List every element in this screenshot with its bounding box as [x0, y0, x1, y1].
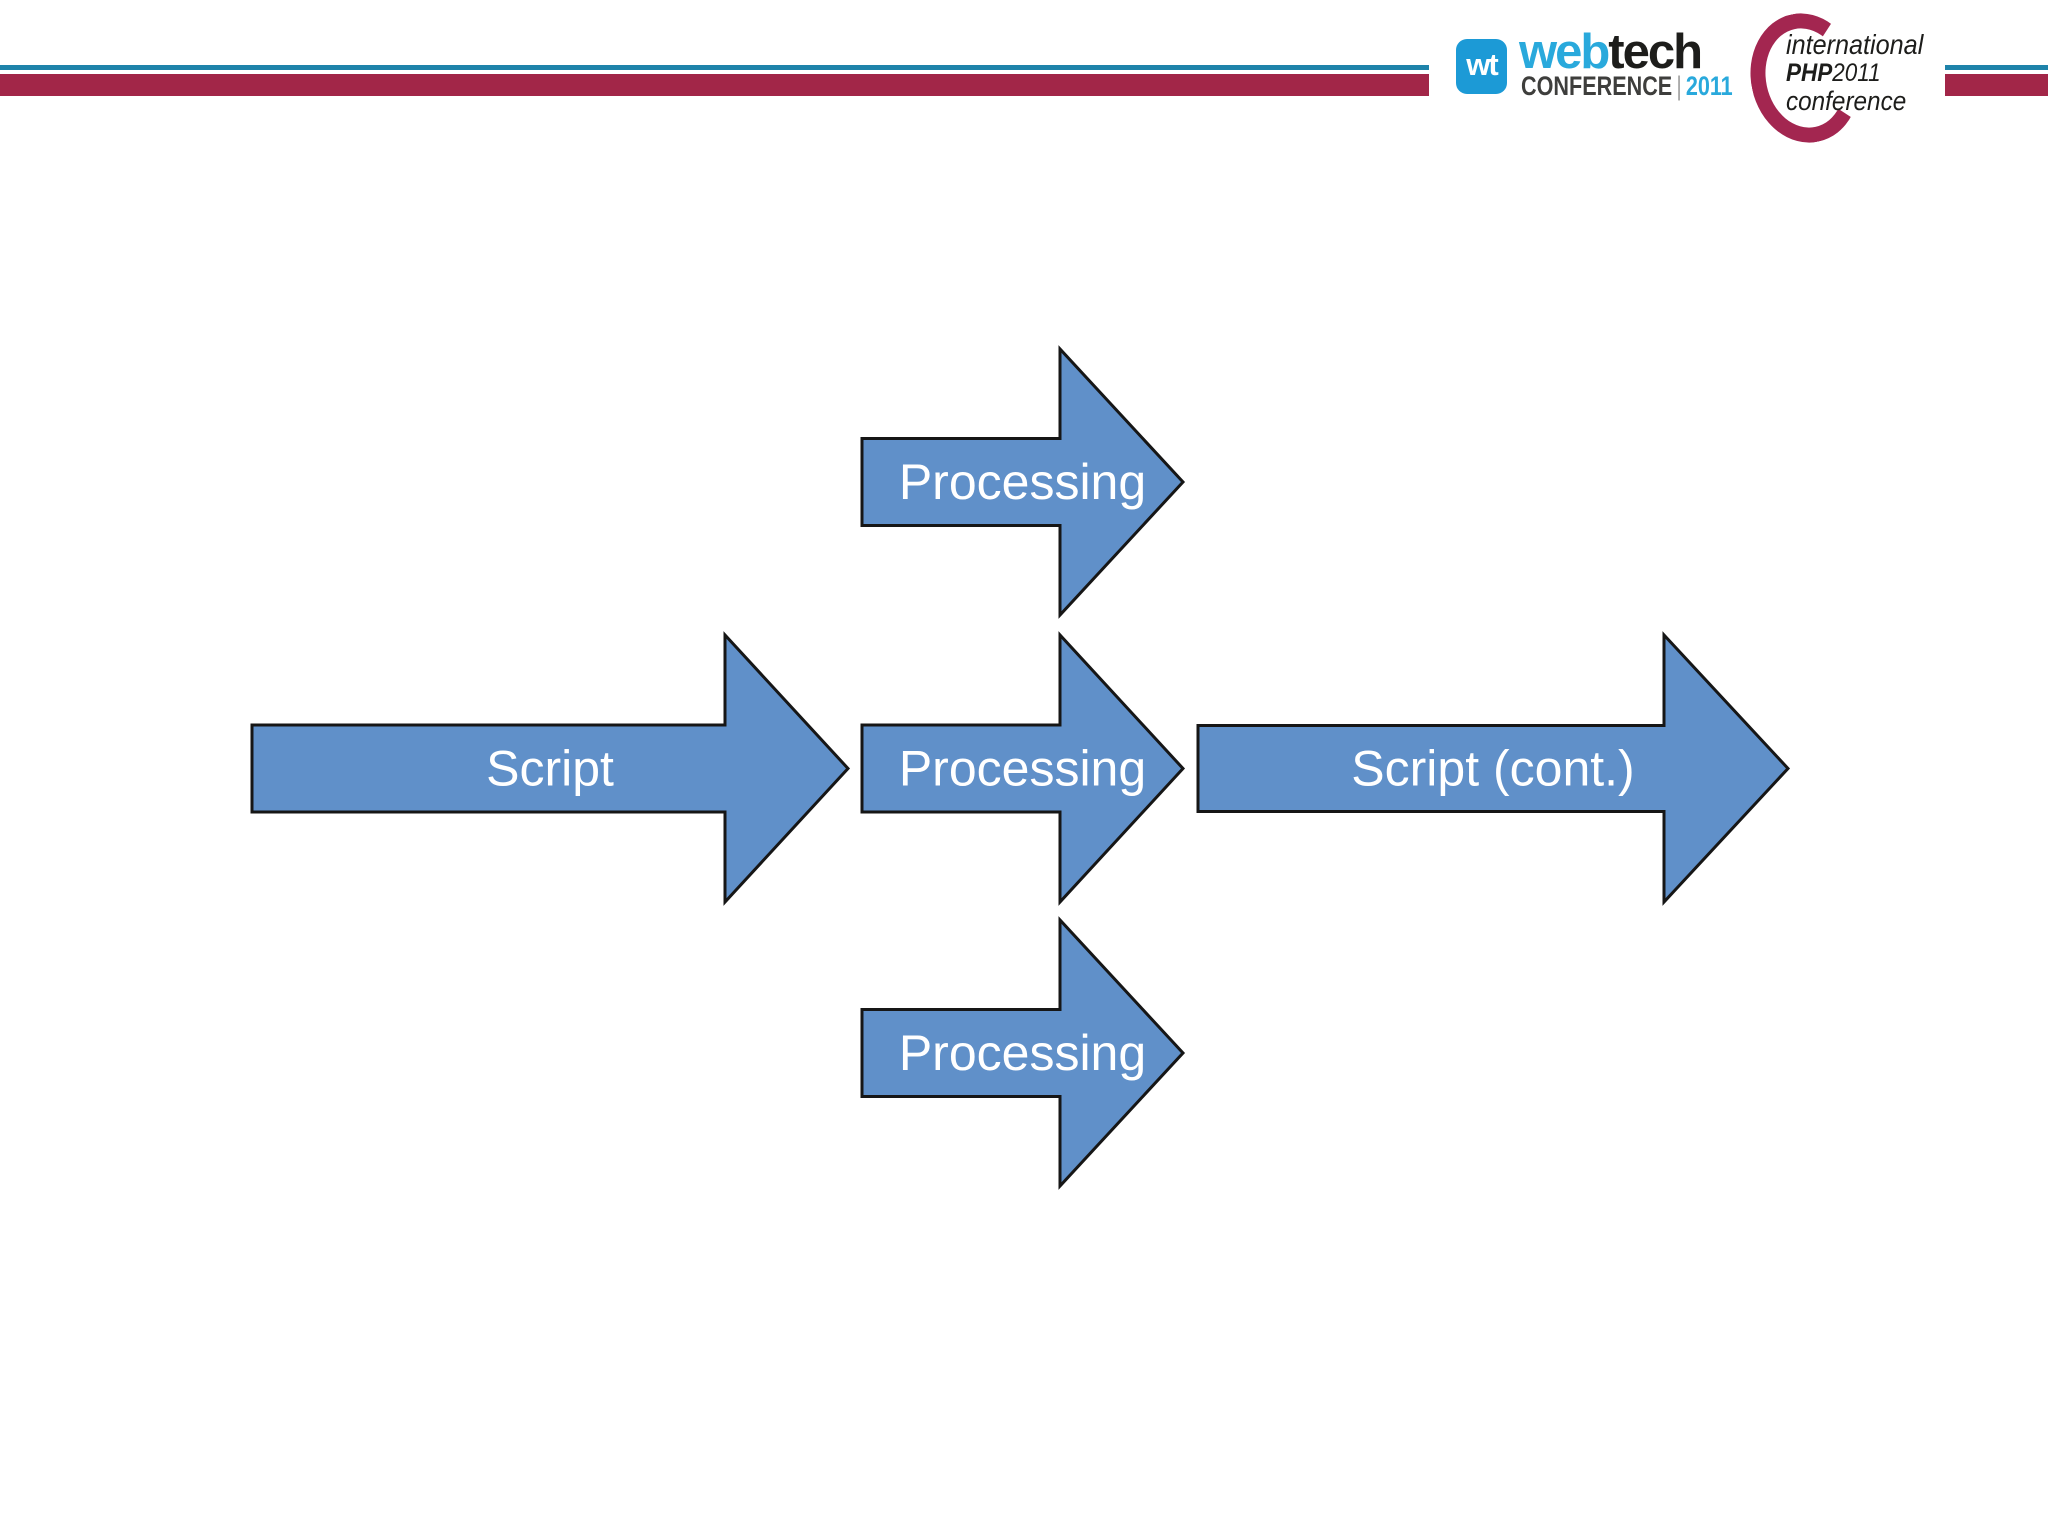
php-logo-php: PHP — [1786, 59, 1833, 87]
arrow-label-processing-middle: Processing — [899, 741, 1146, 797]
php-logo-php2011: PHP2011 — [1786, 61, 1923, 86]
arrow-shape-processing-middle — [860, 631, 1186, 906]
arrow-label-processing-top: Processing — [899, 454, 1146, 510]
arrow-label-script: Script — [486, 741, 614, 797]
header-rule-crimson-right — [1945, 74, 2048, 96]
php-logo-conference: conference — [1786, 86, 1907, 116]
arrow-label-script-cont: Script (cont.) — [1351, 741, 1634, 797]
header-rule-crimson-left — [0, 74, 1429, 96]
header-rule-teal-left — [0, 65, 1429, 70]
arrow-label-processing-bottom: Processing — [899, 1025, 1146, 1081]
php-logo-year: 2011 — [1832, 59, 1881, 87]
arrow-processing-middle: Processing — [860, 631, 1186, 906]
header-rule-teal-right — [1945, 65, 2048, 70]
arrow-script-cont: Script (cont.) — [1196, 631, 1791, 906]
arrow-processing-bottom: Processing — [860, 916, 1186, 1190]
arrow-shape-script-cont — [1196, 631, 1791, 906]
arrow-script: Script — [250, 631, 851, 906]
webtech-subtitle: CONFERENCE|2011 — [1521, 73, 1733, 100]
webtech-subtitle-year: 2011 — [1685, 71, 1733, 101]
webtech-icon-glyph: wt — [1466, 46, 1498, 82]
arrow-shape-processing-top — [860, 345, 1186, 619]
php-logo-text: international PHP2011 conference — [1786, 31, 1923, 115]
webtech-subtitle-conference: CONFERENCE — [1521, 71, 1673, 101]
arrow-shape-script — [250, 631, 851, 906]
webtech-wordmark: webtech — [1519, 25, 1703, 79]
webtech-wordmark-tech: tech — [1608, 25, 1703, 79]
php-logo-international: international — [1786, 29, 1924, 60]
arrow-shape-processing-bottom — [860, 916, 1186, 1190]
webtech-subtitle-separator: | — [1676, 71, 1682, 101]
arrow-processing-top: Processing — [860, 345, 1186, 619]
webtech-wordmark-web: web — [1519, 25, 1610, 79]
webtech-icon: wt — [1456, 39, 1507, 94]
